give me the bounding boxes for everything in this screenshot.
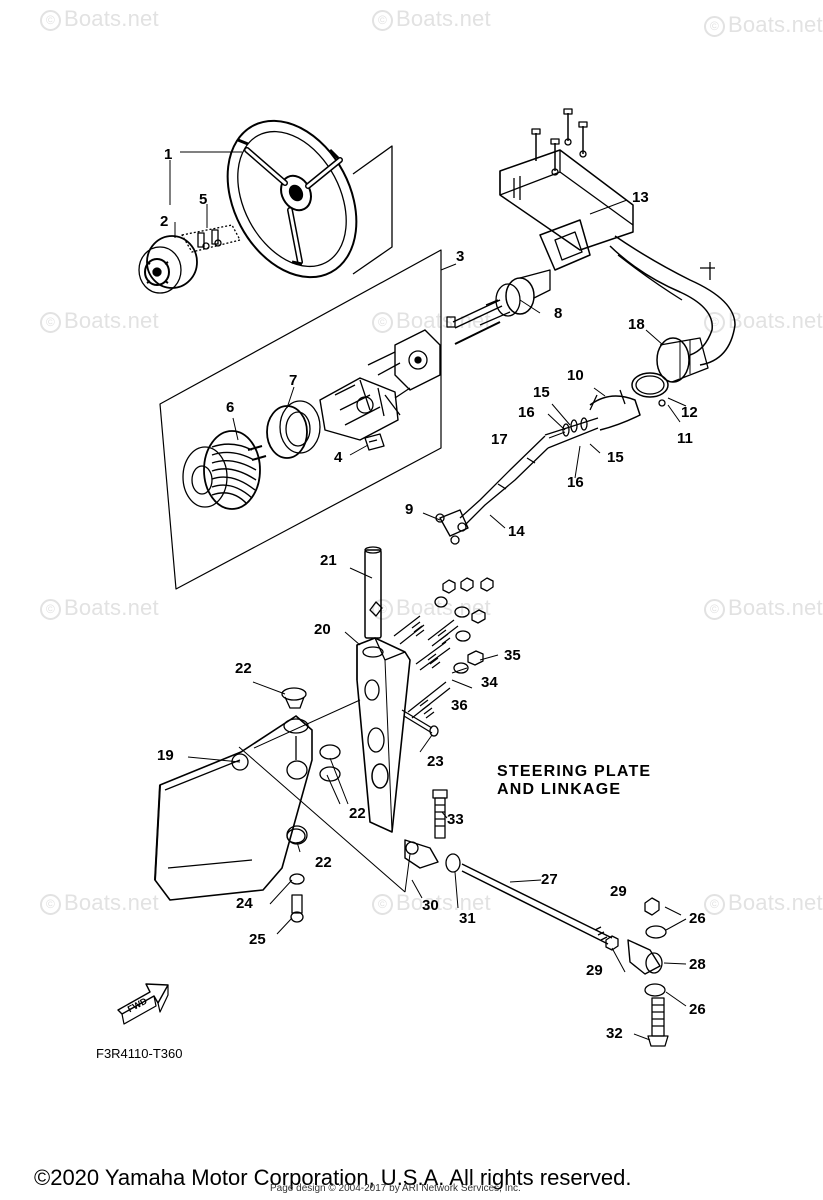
callout-23: 23 (427, 753, 444, 770)
watermark: ©Boats.net (40, 890, 159, 916)
helm-cover (182, 430, 261, 510)
wheel-box-outline (352, 145, 393, 275)
callout-34: 34 (481, 674, 498, 691)
ball-joint (404, 839, 461, 873)
watermark: ©Boats.net (40, 308, 159, 334)
callout-19: 19 (157, 747, 174, 764)
callout-30: 30 (422, 897, 439, 914)
callout-15: 15 (533, 384, 550, 401)
hose-clamp (631, 372, 669, 407)
callout-18: 18 (628, 316, 645, 333)
mount-bracket (499, 108, 634, 271)
washer-24 (289, 873, 305, 885)
diagram-title-line2: AND LINKAGE (497, 781, 622, 798)
callout-28: 28 (689, 956, 706, 973)
steering-wheel (226, 119, 358, 279)
copyright-notice: ©2020 Yamaha Motor Corporation, U.S.A. A… (34, 1165, 632, 1190)
cable-harness (609, 235, 736, 366)
callout-26: 26 (689, 1001, 706, 1018)
callout-9: 9 (405, 501, 414, 518)
callout-29: 29 (610, 883, 627, 900)
diagram-title-line1: STEERING PLATE (497, 763, 652, 780)
hub-cap (138, 235, 198, 294)
bolt-23 (401, 709, 439, 737)
tube (656, 337, 709, 383)
callout-6: 6 (226, 399, 235, 416)
watermark: ©Boats.net (372, 6, 491, 32)
callout-5: 5 (199, 191, 208, 208)
callout-8: 8 (554, 305, 563, 322)
watermark: ©Boats.net (40, 595, 159, 621)
diagram-code: F3R4110-T360 (96, 1046, 183, 1061)
callout-12: 12 (681, 404, 698, 421)
rod-end (435, 509, 469, 545)
pivot-shaft (364, 546, 383, 639)
callout-22: 22 (349, 805, 366, 822)
callout-26: 26 (689, 910, 706, 927)
callout-36: 36 (451, 697, 468, 714)
callout-7: 7 (289, 372, 298, 389)
callout-15: 15 (607, 449, 624, 466)
callout-32: 32 (606, 1025, 623, 1042)
callout-27: 27 (541, 871, 558, 888)
callout-4: 4 (334, 449, 343, 466)
steering-cable (459, 389, 641, 526)
callout-22: 22 (235, 660, 252, 677)
callout-1: 1 (164, 146, 173, 163)
callout-17: 17 (491, 431, 508, 448)
watermark: ©Boats.net (704, 595, 823, 621)
helm-ring (266, 400, 321, 459)
callout-11: 11 (677, 430, 693, 447)
callout-3: 3 (456, 248, 465, 265)
watermark: ©Boats.net (704, 308, 823, 334)
watermark: ©Boats.net (704, 12, 823, 38)
watermark: ©Boats.net (40, 6, 159, 32)
nuts-washers (434, 577, 494, 674)
callout-35: 35 (504, 647, 521, 664)
helm-box-outline (159, 249, 442, 590)
watermark: ©Boats.net (372, 890, 491, 916)
callout-20: 20 (314, 621, 331, 638)
callout-14: 14 (508, 523, 525, 540)
steering-arm (356, 637, 411, 833)
washer-26-lower (644, 983, 666, 997)
page-credit: Page design © 2004-2017 by ARI Network S… (270, 1183, 521, 1194)
callout-13: 13 (632, 189, 649, 206)
nut-29 (605, 935, 619, 951)
callout-16: 16 (567, 474, 584, 491)
callout-10: 10 (567, 367, 584, 384)
rod-end-28 (627, 939, 663, 975)
callout-22: 22 (315, 854, 332, 871)
bolt-32 (647, 997, 669, 1047)
callout-33: 33 (447, 811, 464, 828)
steering-plate (154, 715, 313, 901)
callout-24: 24 (236, 895, 253, 912)
callout-29: 29 (586, 962, 603, 979)
nut-washer-set (181, 224, 241, 253)
callout-31: 31 (459, 910, 476, 927)
clip-part (364, 433, 385, 451)
helm-mechanism (247, 329, 441, 461)
callout-25: 25 (249, 931, 266, 948)
watermark: ©Boats.net (704, 890, 823, 916)
steering-shaft (446, 269, 551, 345)
watermark: ©Boats.net (372, 595, 491, 621)
tie-rod (461, 863, 613, 945)
callout-16: 16 (518, 404, 535, 421)
fwd-arrow-icon (117, 983, 169, 1025)
callout-2: 2 (160, 213, 169, 230)
bolt-25 (290, 894, 304, 923)
washer-26 (645, 925, 667, 939)
nut-29-top (644, 897, 660, 916)
studs (393, 615, 459, 719)
bolt-33 (432, 789, 448, 839)
callout-21: 21 (320, 552, 337, 569)
